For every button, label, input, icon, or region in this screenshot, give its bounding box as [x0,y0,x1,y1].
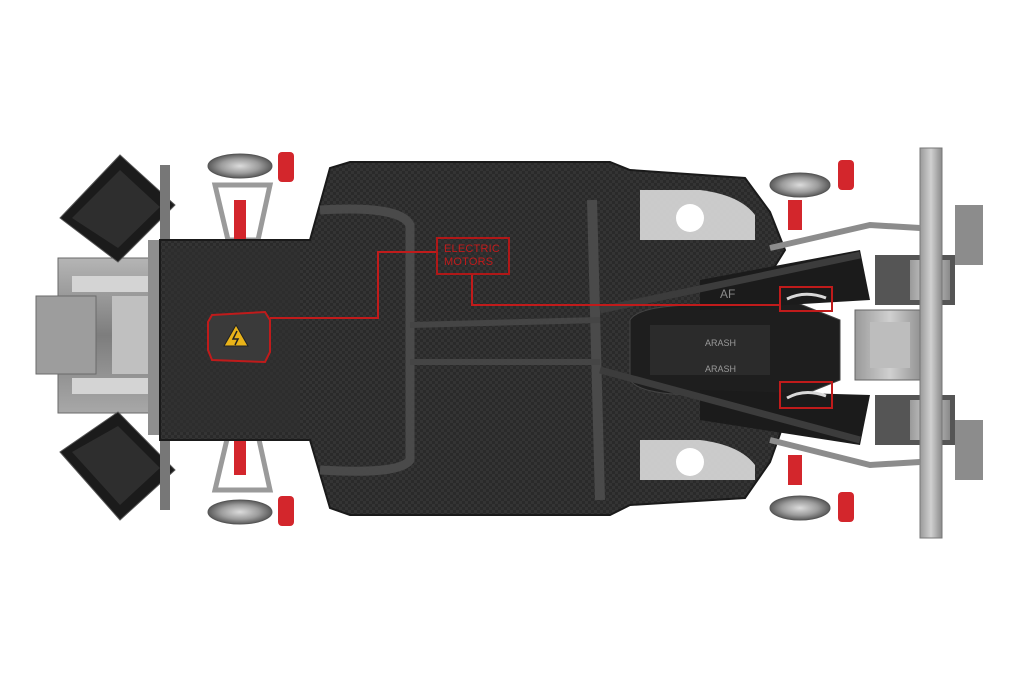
front-right-suspension [207,432,294,526]
callout-line-1: ELECTRIC [444,243,500,255]
front-crash-structure [35,240,169,435]
exhaust-lower [875,395,955,445]
gearbox [854,309,926,381]
front-radiator-top [59,154,176,263]
electric-motor-top [779,286,833,312]
front-left-suspension [207,152,294,243]
rear-subframe [769,147,983,539]
engine-block: ARASH ARASH [629,299,841,401]
engine-cover-label: ARASH [705,338,736,348]
callout-leader-lines [270,251,780,319]
front-radiator-bottom [59,411,176,521]
engine-cover-label-2: ARASH [705,364,736,374]
rear-wing-supports: AF [599,250,870,445]
electric-motor-bottom [779,381,833,409]
callout-line-2: MOTORS [444,256,494,268]
rear-wing-label: AF [720,287,735,301]
exhaust-upper [875,255,955,305]
carbon-monocoque [159,161,787,516]
high-voltage-warning-icon [223,323,249,347]
rear-right-suspension [769,455,854,522]
rear-left-suspension [769,160,854,230]
electric-motors-callout: ELECTRIC MOTORS [436,237,510,275]
battery-pack [207,310,271,364]
